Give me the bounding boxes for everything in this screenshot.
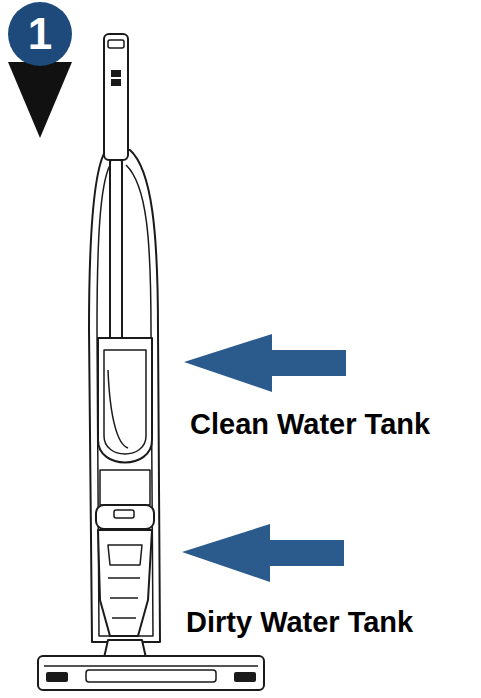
- pointer-arrow: [184, 334, 346, 392]
- floor-head: [38, 656, 264, 690]
- step-pointer: [8, 62, 72, 138]
- part-label: Clean Water Tank: [190, 408, 430, 441]
- dirty-water-tank: [98, 530, 152, 636]
- pointer-arrow: [182, 524, 344, 582]
- clean-water-tank: [98, 338, 152, 463]
- part-label: Dirty Water Tank: [186, 606, 413, 639]
- body-shell: [89, 150, 160, 642]
- handle: [104, 34, 128, 160]
- step-number-badge: 1: [8, 2, 72, 66]
- tank-lid: [96, 505, 154, 529]
- callout-number: 1: [28, 12, 52, 56]
- pole: [110, 160, 122, 350]
